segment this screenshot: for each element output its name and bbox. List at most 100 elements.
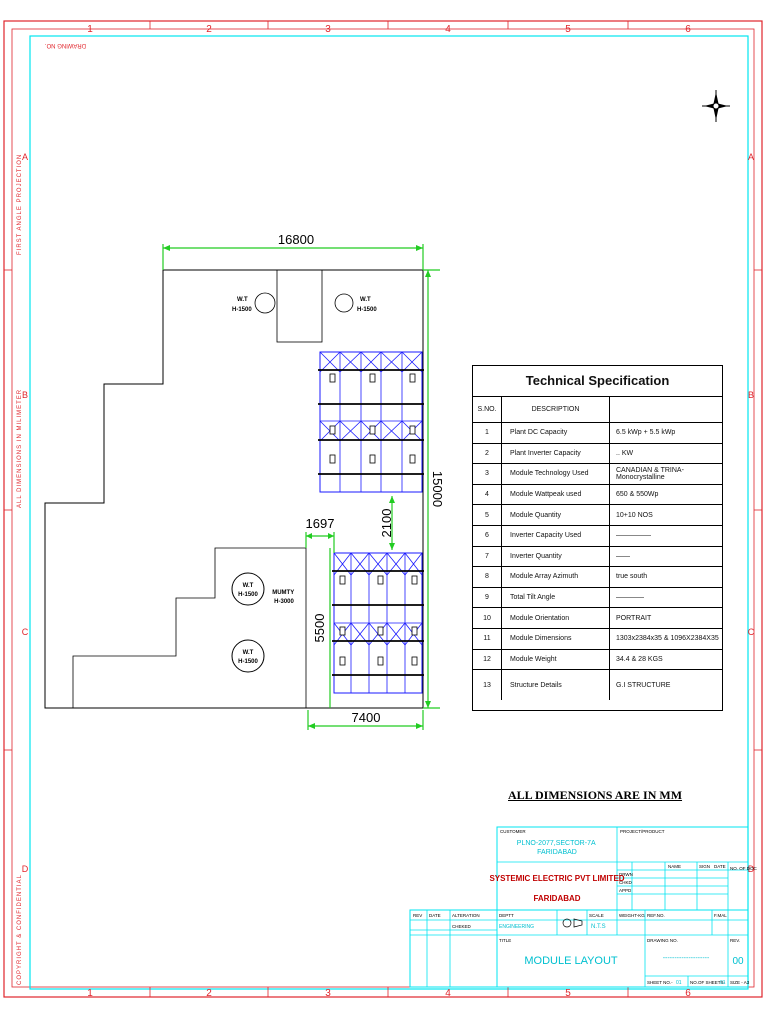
- dim-lower-height: 5500: [312, 614, 327, 643]
- staircase-room: [276, 269, 323, 343]
- row-label-left-A: A: [22, 152, 28, 162]
- table-row: 12 Module Weight 34.4 & 28 KGS: [473, 649, 722, 671]
- side-text-copyright: COPYRIGHT & CONFIDENTIAL: [17, 874, 23, 985]
- dimension-lines: [162, 244, 440, 730]
- row-no: 3: [473, 464, 502, 484]
- spec-title: Technical Specification: [473, 366, 722, 397]
- row-value: 1303x2384x35 & 1096X2384X35: [616, 635, 719, 643]
- tb-title-label: TITLE: [499, 938, 511, 943]
- row-no: 11: [473, 628, 502, 649]
- roof-outline: [44, 269, 424, 709]
- table-row: 13 Structure Details G.I STRUCTURE: [473, 670, 722, 701]
- row-value: .. KW: [616, 449, 634, 457]
- table-row: 7 Inverter Quantity ——: [473, 546, 722, 568]
- row-no: 4: [473, 484, 502, 505]
- row-no: 7: [473, 546, 502, 567]
- spec-col-desc: DESCRIPTION: [502, 397, 610, 422]
- table-row: 11 Module Dimensions 1303x2384x35 & 1096…: [473, 628, 722, 650]
- technical-specification-table: Technical Specification S.NO. DESCRIPTIO…: [472, 365, 723, 711]
- panel-array-upper: [318, 351, 424, 493]
- row-value: CANADIAN & TRINA-Monocrystalline: [616, 466, 684, 481]
- north-arrow-icon: [702, 90, 730, 122]
- row-desc: Inverter Quantity: [502, 546, 610, 567]
- row-value: G.I STRUCTURE: [616, 681, 671, 689]
- drawing-no-mirrored: DRAWING NO.: [45, 42, 86, 48]
- row-value: true south: [616, 573, 648, 581]
- tb-ref-no: REF.NO.: [647, 913, 665, 918]
- tb-sheets-value: 01: [720, 980, 726, 986]
- tb-weight: WEIGHT-KG: [619, 913, 645, 918]
- tb-scale-value: N.T.S: [591, 924, 606, 930]
- dimension-note: ALL DIMENSIONS ARE IN MM: [508, 788, 683, 802]
- tank-label: W.T: [243, 583, 254, 589]
- table-row: 1 Plant DC Capacity 6.5 kWp + 5.5 kWp: [473, 423, 722, 444]
- col-label-bottom-4: 4: [445, 988, 451, 999]
- mumty-line-1: MUMTY: [272, 590, 294, 596]
- tank-lower-1: W.T H-1500: [231, 572, 265, 606]
- col-label-bottom-5: 5: [565, 988, 571, 999]
- projection-symbol-icon: [562, 918, 583, 928]
- col-label-top-1: 1: [87, 24, 93, 35]
- dim-gap-vertical: 2100: [379, 509, 394, 538]
- spec-header-row: S.NO. DESCRIPTION: [473, 397, 722, 423]
- row-no: 6: [473, 525, 502, 546]
- table-row: 6 Inverter Capacity Used —————: [473, 525, 722, 547]
- dim-bottom-width: 7400: [352, 710, 381, 725]
- table-row: 10 Module Orientation PORTRAIT: [473, 608, 722, 629]
- table-row: 9 Total Tilt Angle ————: [473, 587, 722, 609]
- tb-customer-value: PLNO-2077,SECTOR-7A FARIDABAD: [517, 840, 597, 856]
- row-desc: Plant Inverter Capacity: [502, 443, 610, 464]
- row-value: ————: [616, 594, 644, 602]
- tank-height: H-1500: [232, 307, 252, 313]
- row-no: 5: [473, 505, 502, 525]
- row-desc: Module Wattpeak used: [502, 484, 610, 505]
- row-label-right-A: A: [748, 152, 754, 162]
- table-row: 4 Module Wattpeak used 650 & 550Wp: [473, 484, 722, 506]
- col-label-top-3: 3: [325, 24, 331, 35]
- row-desc: Total Tilt Angle: [502, 587, 610, 608]
- side-text-dimensions: ALL DIMENSIONS IN MILIMETER: [17, 389, 23, 508]
- row-label-right-B: B: [748, 390, 754, 400]
- table-row: 5 Module Quantity 10+10 NOS: [473, 505, 722, 526]
- tank-label: W.T: [243, 650, 254, 656]
- tb-scale: SCALE: [589, 913, 604, 918]
- row-label-left-D: D: [22, 864, 29, 874]
- row-value: —————: [616, 532, 651, 540]
- col-label-top-5: 5: [565, 24, 571, 35]
- tb-date: DATE: [429, 913, 441, 918]
- row-desc: Module Orientation: [502, 608, 610, 628]
- row-no: 9: [473, 587, 502, 608]
- row-desc: Plant DC Capacity: [502, 423, 610, 443]
- row-desc: Module Array Azimuth: [502, 567, 610, 587]
- row-desc: Module Quantity: [502, 505, 610, 525]
- tb-drawing-no-value: --------------------: [663, 955, 710, 962]
- row-label-left-C: C: [22, 627, 29, 637]
- tb-rev: REV: [413, 913, 422, 918]
- inner-red-frame: [11, 28, 755, 988]
- tb-sheet-no: SHEET NO.-: [647, 980, 673, 985]
- tb-sheet-value: 01: [676, 980, 682, 986]
- tb-size: SIZE - A3: [730, 980, 750, 985]
- column-ticks-bottom: [149, 987, 629, 997]
- tb-date-col: DATE: [714, 864, 726, 869]
- side-text-projection: FIRST ANGLE PROJECTION: [17, 154, 23, 255]
- dim-offset: 1697: [306, 516, 335, 531]
- tb-chkd: CHKD: [619, 880, 633, 885]
- tb-deptt-value: ENGINEERING: [499, 924, 534, 930]
- dim-right-height: 15000: [430, 471, 445, 507]
- tb-sign-col: SIGN: [699, 864, 710, 869]
- tb-customer-line-1: PLNO-2077,SECTOR-7A: [517, 840, 596, 847]
- spec-col-sno: S.NO.: [473, 397, 502, 422]
- row-no: 10: [473, 608, 502, 628]
- mumty-label: MUMTY H-3000: [272, 590, 296, 605]
- col-label-top-2: 2: [206, 24, 212, 35]
- tb-title-value: MODULE LAYOUT: [524, 955, 618, 967]
- tb-checked: CHEKED: [452, 924, 472, 929]
- table-row: 2 Plant Inverter Capacity .. KW: [473, 443, 722, 465]
- tank-lower-2: W.T H-1500: [231, 639, 265, 673]
- tb-drawing-no-label: DRAWING NO.: [647, 938, 678, 943]
- table-row: 3 Module Technology Used CANADIAN & TRIN…: [473, 464, 722, 485]
- tb-no-of-sheets: NO.OF SHEETS-: [690, 980, 726, 985]
- tb-name-col: NAME: [668, 864, 681, 869]
